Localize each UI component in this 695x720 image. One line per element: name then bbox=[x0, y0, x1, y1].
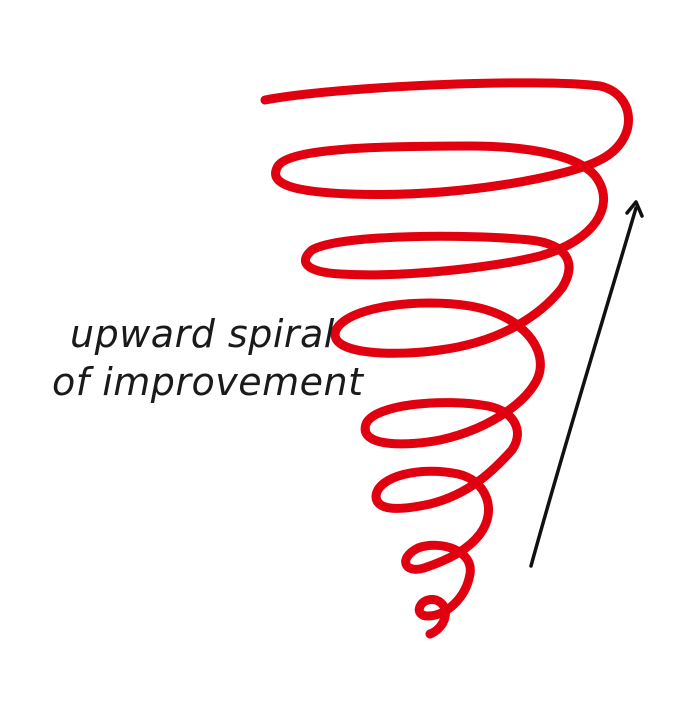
caption-line-1: upward spiral bbox=[70, 312, 335, 356]
arrow-shaft bbox=[529, 206, 638, 568]
spiral-curve bbox=[260, 78, 633, 639]
caption: upward spiral of improvement bbox=[52, 312, 365, 404]
caption-line-2: of improvement bbox=[52, 360, 365, 404]
arrow-head-icon bbox=[625, 200, 644, 218]
